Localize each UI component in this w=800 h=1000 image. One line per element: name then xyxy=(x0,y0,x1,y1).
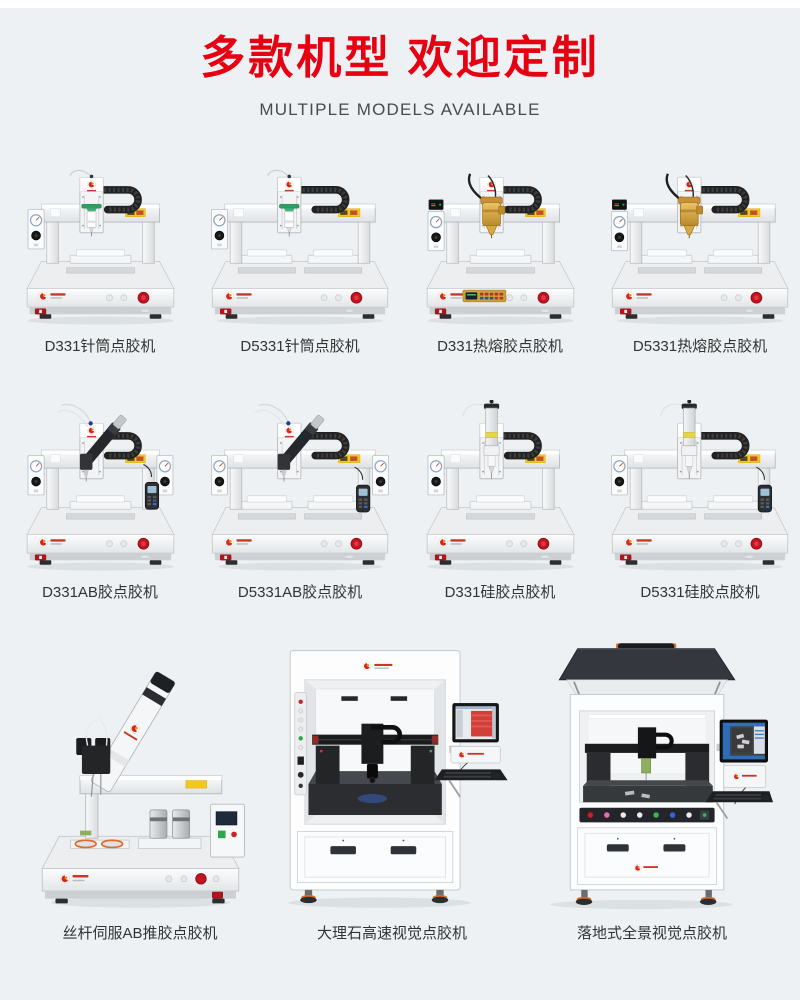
machine-photo-desktop-hotmelt-dual xyxy=(610,172,794,325)
product-label: D5331硅胶点胶机 xyxy=(640,584,760,601)
product-row-3: 丝杆伺服AB推胶点胶机 xyxy=(0,636,800,943)
machine-photo-desktop-syringe-single xyxy=(11,169,190,325)
product-d331-ab: D331AB胶点胶机 xyxy=(0,400,200,602)
product-label: D331硅胶点胶机 xyxy=(444,584,556,601)
machine-photo-desktop-syringe-dual xyxy=(210,169,394,325)
product-d331-hotmelt: D331热熔胶点胶机 xyxy=(400,154,600,356)
machine-photo-desktop-silicone-dual xyxy=(610,400,794,571)
product-row-1: D331针筒点胶机 D5331针筒点胶机 D331热熔胶点胶机 xyxy=(0,154,800,356)
product-label: D331AB胶点胶机 xyxy=(42,584,158,601)
product-d331-silicone: D331硅胶点胶机 xyxy=(400,400,600,602)
product-d5331-hotmelt: D5331热熔胶点胶机 xyxy=(600,154,800,356)
product-label: 丝杆伺服AB推胶点胶机 xyxy=(62,925,218,942)
product-d5331-syringe: D5331针筒点胶机 xyxy=(200,154,400,356)
product-label: 大理石高速视觉点胶机 xyxy=(316,925,467,942)
product-d5331-silicone: D5331硅胶点胶机 xyxy=(600,400,800,602)
product-label: D331热熔胶点胶机 xyxy=(437,338,563,355)
machine-photo-marble-vision xyxy=(287,650,508,908)
page-title: 多款机型 欢迎定制 xyxy=(200,32,600,83)
header: 多款机型 欢迎定制 MULTIPLE MODELS AVAILABLE xyxy=(0,8,800,120)
product-label: D5331AB胶点胶机 xyxy=(237,584,363,601)
product-label: 落地式全景视觉点胶机 xyxy=(576,925,727,942)
page-subtitle: MULTIPLE MODELS AVAILABLE xyxy=(259,100,541,119)
top-white-strip xyxy=(0,0,800,8)
machine-photo-desktop-silicone-single xyxy=(411,400,590,571)
machine-photo-desktop-ab-single xyxy=(11,403,190,571)
product-d5331-ab: D5331AB胶点胶机 xyxy=(200,400,400,602)
product-marble-vision: 大理石高速视觉点胶机 xyxy=(262,636,522,943)
product-row-2: D331AB胶点胶机 D5331AB胶点胶机 D331硅胶点胶机 xyxy=(0,400,800,602)
machine-photo-desktop-hotmelt-single xyxy=(411,172,590,325)
product-label: D5331针筒点胶机 xyxy=(240,338,360,355)
machine-photo-floor-panoramic-vision xyxy=(549,643,773,910)
product-d331-syringe: D331针筒点胶机 xyxy=(0,154,200,356)
product-screw-servo-ab: 丝杆伺服AB推胶点胶机 xyxy=(18,636,262,943)
product-label: D5331热熔胶点胶机 xyxy=(632,338,768,355)
machine-photo-screw-servo-ab xyxy=(41,671,245,908)
machine-photo-desktop-ab-dual xyxy=(210,403,390,571)
product-floor-panoramic-vision: 落地式全景视觉点胶机 xyxy=(522,636,782,943)
product-label: D331针筒点胶机 xyxy=(44,338,156,355)
